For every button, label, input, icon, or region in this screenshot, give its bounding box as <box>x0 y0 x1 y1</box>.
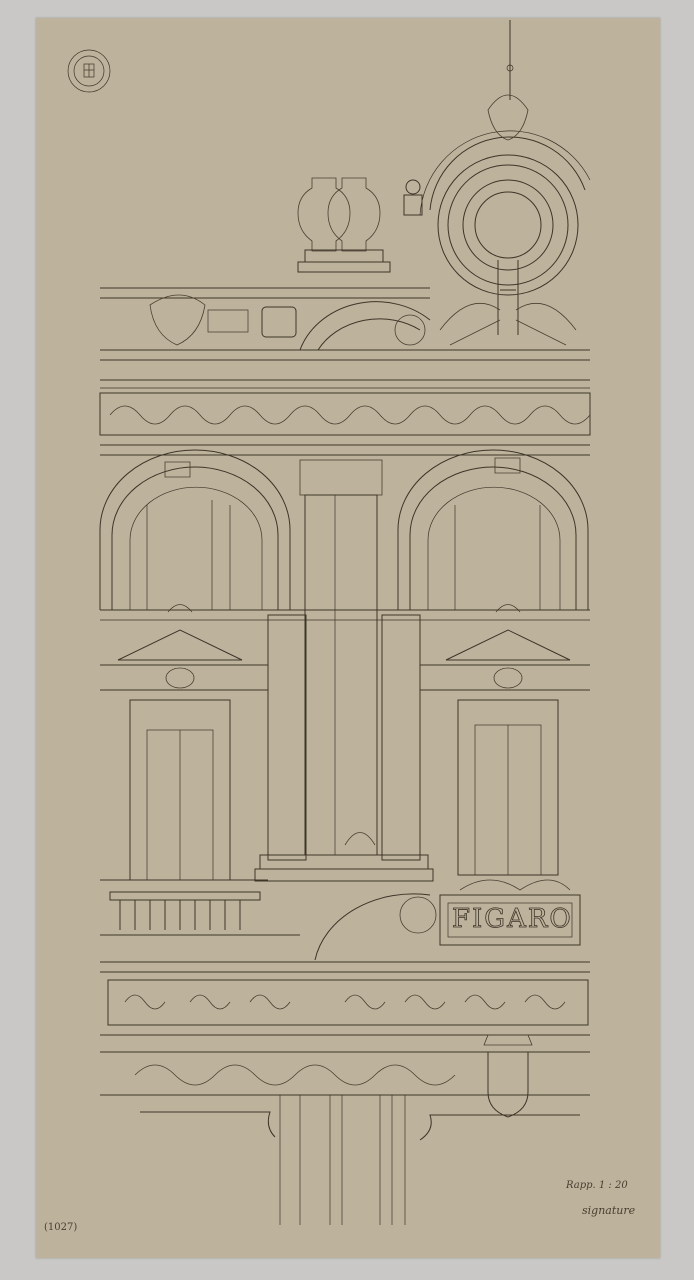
inventory-number: (1027) <box>44 1222 78 1233</box>
bottom-frieze <box>100 1034 590 1225</box>
ornamental-frieze <box>99 379 591 456</box>
lower-balcony <box>100 961 590 1036</box>
scale-note: Rapp. 1 : 20 <box>566 1180 628 1191</box>
figaro-sign-text: FIGARO <box>452 904 573 935</box>
urn-ornaments <box>297 177 423 273</box>
left-arched-window <box>99 449 291 610</box>
oculus-window <box>419 94 591 346</box>
right-arched-window <box>397 449 589 610</box>
attic-parapet <box>100 287 590 361</box>
archive-stamp-icon <box>67 49 111 93</box>
right-door <box>457 699 559 876</box>
signature: signature <box>582 1204 636 1217</box>
balustrade <box>100 891 300 936</box>
figaro-sign <box>314 879 581 961</box>
central-pilaster <box>254 459 434 882</box>
left-door <box>100 699 268 881</box>
